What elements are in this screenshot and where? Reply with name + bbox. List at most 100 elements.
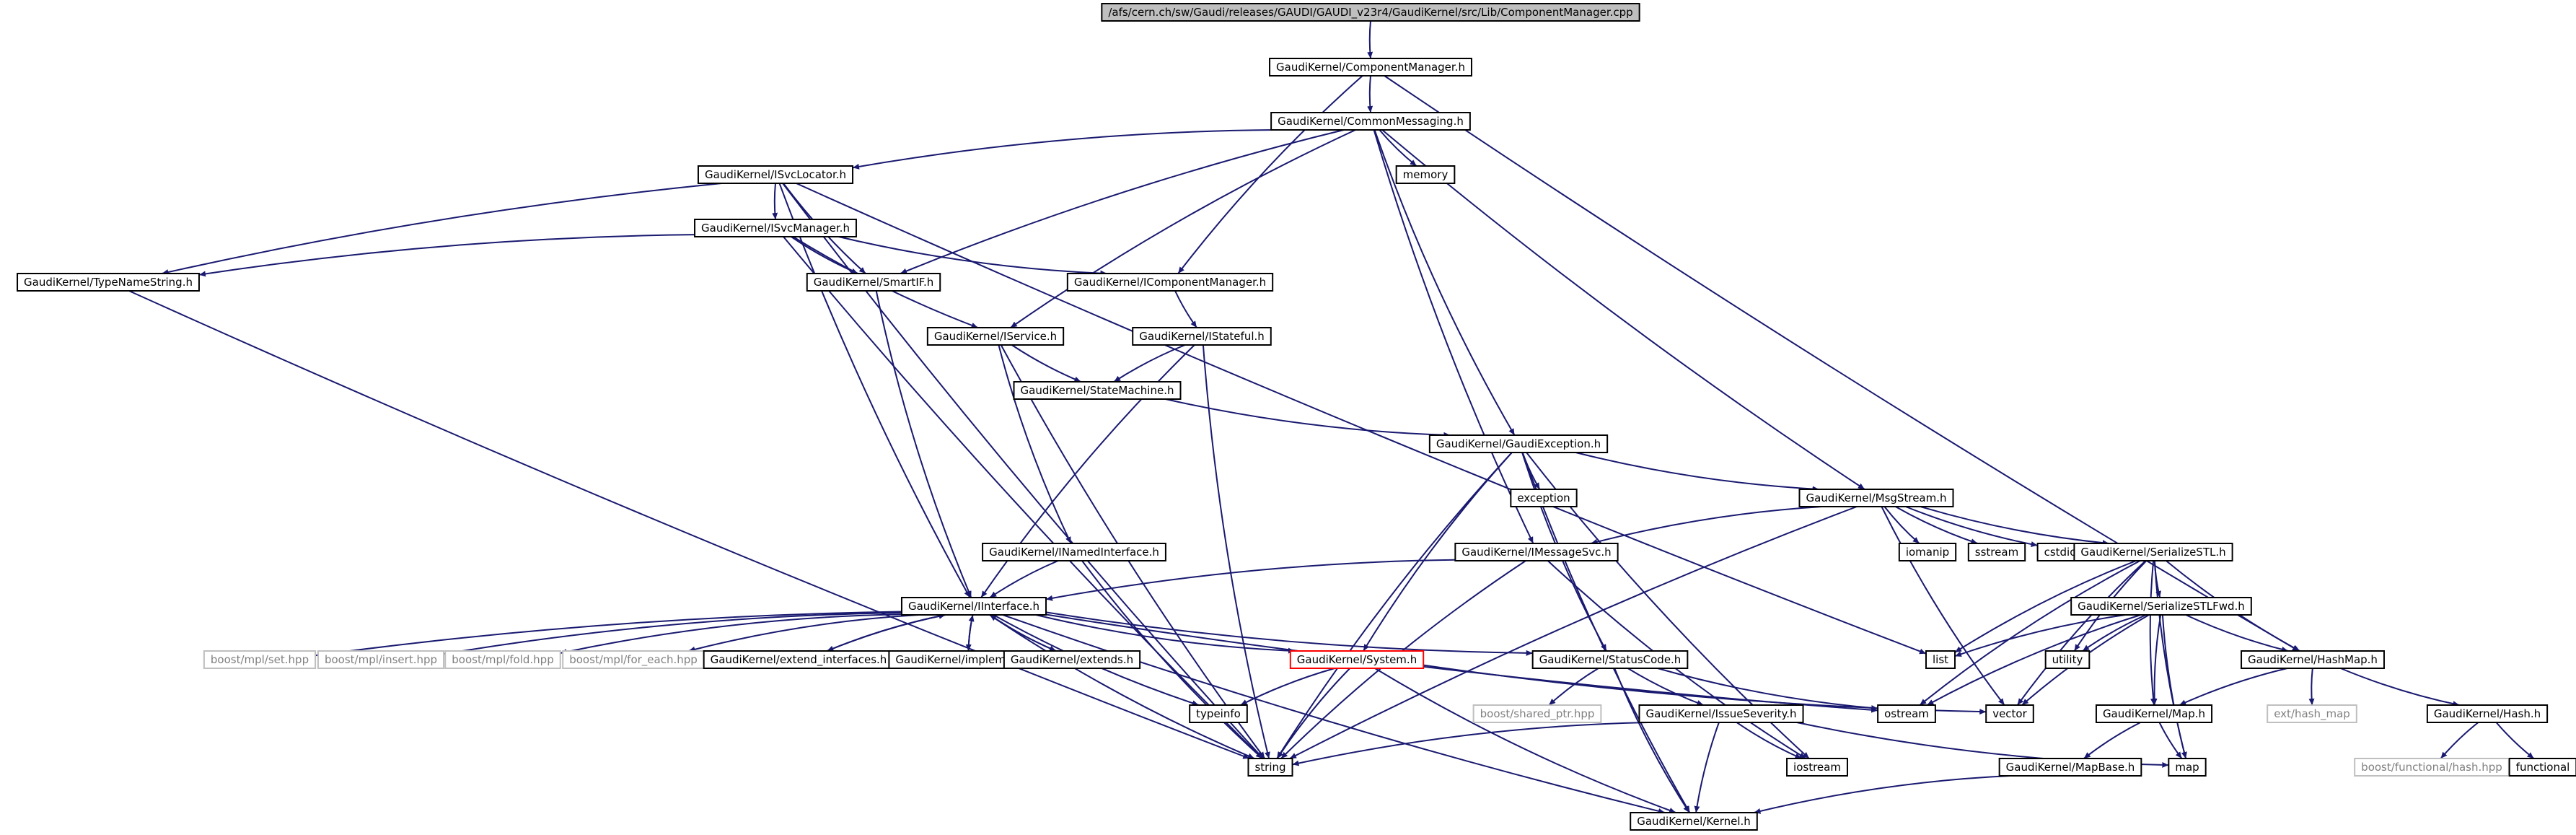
edge-hashmap-to-exthashmap — [2308, 668, 2315, 706]
node-msgstream[interactable]: GaudiKernel/MsgStream.h — [1798, 489, 1954, 507]
node-memory[interactable]: memory — [1395, 165, 1456, 184]
edge-iinterface-to-string — [989, 614, 1255, 759]
node-foreach: boost/mpl/for_each.hpp — [562, 650, 705, 669]
node-istateful[interactable]: GaudiKernel/IStateful.h — [1132, 327, 1272, 346]
node-label: ostream — [1884, 707, 1929, 720]
node-label: string — [1254, 761, 1285, 774]
node-label: map — [2175, 761, 2199, 774]
node-smartif[interactable]: GaudiKernel/SmartIF.h — [806, 273, 941, 292]
node-string[interactable]: string — [1247, 758, 1293, 777]
node-box — [1786, 758, 1848, 777]
node-issue[interactable]: GaudiKernel/IssueSeverity.h — [1638, 704, 1804, 723]
node-sharedptr: boost/shared_ptr.hpp — [1472, 704, 1602, 723]
node-label: utility — [2052, 653, 2083, 666]
node-box — [562, 650, 705, 669]
node-label: GaudiKernel/ISvcManager.h — [701, 222, 850, 235]
node-vector[interactable]: vector — [1985, 704, 2034, 723]
node-map[interactable]: map — [2168, 758, 2207, 777]
node-label: GaudiKernel/HashMap.h — [2248, 653, 2378, 666]
node-box — [694, 219, 857, 237]
node-label: GaudiKernel/TypeNameString.h — [24, 276, 193, 289]
node-box — [444, 650, 561, 669]
node-iservice[interactable]: GaudiKernel/IService.h — [926, 327, 1065, 346]
node-label: GaudiKernel/IMessageSvc.h — [1461, 546, 1611, 559]
nodes-layer: /afs/cern.ch/sw/Gaudi/releases/GAUDI/GAU… — [17, 3, 2576, 831]
node-box — [1510, 489, 1578, 507]
node-exception[interactable]: exception — [1510, 489, 1578, 507]
node-iomanip[interactable]: iomanip — [1898, 543, 1957, 561]
edge-cm-to-hashmap — [1384, 75, 2300, 652]
edge-msgstream-to-vector — [1881, 506, 2005, 706]
edge-cmsg-to-isvcloc — [852, 129, 1275, 170]
edge-hashmap-to-hash — [2340, 668, 2460, 707]
node-functional[interactable]: functional — [2508, 758, 2576, 777]
node-isvcmgr[interactable]: GaudiKernel/ISvcManager.h — [694, 219, 857, 237]
node-box — [806, 273, 941, 292]
node-typeinfo[interactable]: typeinfo — [1189, 704, 1248, 723]
node-sstlfwd[interactable]: GaudiKernel/SerializeSTLFwd.h — [2070, 597, 2252, 616]
node-list[interactable]: list — [1925, 650, 1956, 669]
node-box — [697, 165, 854, 184]
node-isvcloc[interactable]: GaudiKernel/ISvcLocator.h — [697, 165, 854, 184]
node-box — [1247, 758, 1293, 777]
edge-iinterface-to-set — [315, 611, 902, 657]
edge-iinterface-to-kernel — [1002, 614, 1666, 814]
node-map_h[interactable]: GaudiKernel/Map.h — [2095, 704, 2213, 723]
node-root[interactable]: /afs/cern.ch/sw/Gaudi/releases/GAUDI/GAU… — [1101, 3, 1640, 22]
node-label: GaudiKernel/IssueSeverity.h — [1645, 707, 1796, 720]
edge-cmsg-to-gexc — [1373, 129, 1516, 436]
node-gexc[interactable]: GaudiKernel/GaudiException.h — [1428, 434, 1609, 453]
node-ostream[interactable]: ostream — [1877, 704, 1936, 723]
node-statuscode[interactable]: GaudiKernel/StatusCode.h — [1531, 650, 1689, 669]
edge-issue-to-iostream — [1736, 722, 1802, 759]
node-hash[interactable]: GaudiKernel/Hash.h — [2426, 704, 2549, 723]
node-cmsg[interactable]: GaudiKernel/CommonMessaging.h — [1270, 112, 1471, 131]
node-extifs[interactable]: GaudiKernel/extend_interfaces.h — [703, 650, 894, 669]
node-iinterface[interactable]: GaudiKernel/IInterface.h — [900, 597, 1047, 616]
edge-issue-to-string — [1292, 722, 1648, 766]
node-box — [1428, 434, 1609, 453]
edge-sstl-to-vector — [2016, 560, 2146, 706]
node-box — [1066, 273, 1274, 292]
node-sstl[interactable]: GaudiKernel/SerializeSTL.h — [2073, 543, 2233, 561]
node-box — [1925, 650, 1956, 669]
node-label: boost/mpl/set.hpp — [211, 653, 309, 666]
node-mapbase[interactable]: GaudiKernel/MapBase.h — [1998, 758, 2142, 777]
edge-tns-to-string — [128, 290, 1250, 759]
node-tns[interactable]: GaudiKernel/TypeNameString.h — [17, 273, 200, 292]
edge-cmsg-to-imsgsvc — [1373, 129, 1534, 544]
node-icm[interactable]: GaudiKernel/IComponentManager.h — [1066, 273, 1274, 292]
node-box — [1101, 3, 1640, 22]
node-statemachine[interactable]: GaudiKernel/StateMachine.h — [1013, 381, 1182, 400]
edge-iinterface-to-extends — [989, 614, 1057, 652]
node-cm[interactable]: GaudiKernel/ComponentManager.h — [1269, 58, 1472, 76]
node-utility[interactable]: utility — [2044, 650, 2091, 669]
edge-isvcmgr-to-icm — [838, 236, 1107, 276]
edge-cmsg-to-smartif — [900, 129, 1345, 274]
node-label: GaudiKernel/System.h — [1297, 653, 1417, 666]
edge-cmsg-to-memory — [1379, 129, 1417, 167]
node-inamed[interactable]: GaudiKernel/INamedInterface.h — [982, 543, 1166, 561]
edge-extifs-to-iinterface — [827, 613, 946, 652]
edge-hash-to-bfhash — [2440, 722, 2479, 759]
node-sstream[interactable]: sstream — [1967, 543, 2026, 561]
edge-sstlfwd-to-utility — [2082, 614, 2147, 652]
node-label: GaudiKernel/implements.h — [895, 653, 1039, 666]
node-box — [926, 327, 1065, 346]
edge-iservice-to-statemachine — [1011, 344, 1081, 382]
node-hashmap[interactable]: GaudiKernel/HashMap.h — [2241, 650, 2385, 669]
edge-iservice-to-inamed — [998, 344, 1072, 544]
node-extends[interactable]: GaudiKernel/extends.h — [1003, 650, 1141, 669]
edge-msgstream-to-string — [1289, 506, 1858, 759]
node-box — [1003, 650, 1141, 669]
node-kernel[interactable]: GaudiKernel/Kernel.h — [1630, 812, 1758, 831]
node-box — [203, 650, 317, 669]
node-iostream[interactable]: iostream — [1786, 758, 1848, 777]
node-box — [2267, 704, 2357, 723]
node-label: GaudiKernel/ComponentManager.h — [1276, 61, 1465, 74]
node-system[interactable]: GaudiKernel/System.h — [1289, 650, 1425, 669]
edge-cm-to-cmsg — [1367, 75, 1373, 113]
node-label: iomanip — [1906, 546, 1949, 559]
edge-iinterface-to-foreach — [688, 614, 919, 652]
node-imsgsvc[interactable]: GaudiKernel/IMessageSvc.h — [1454, 543, 1619, 561]
